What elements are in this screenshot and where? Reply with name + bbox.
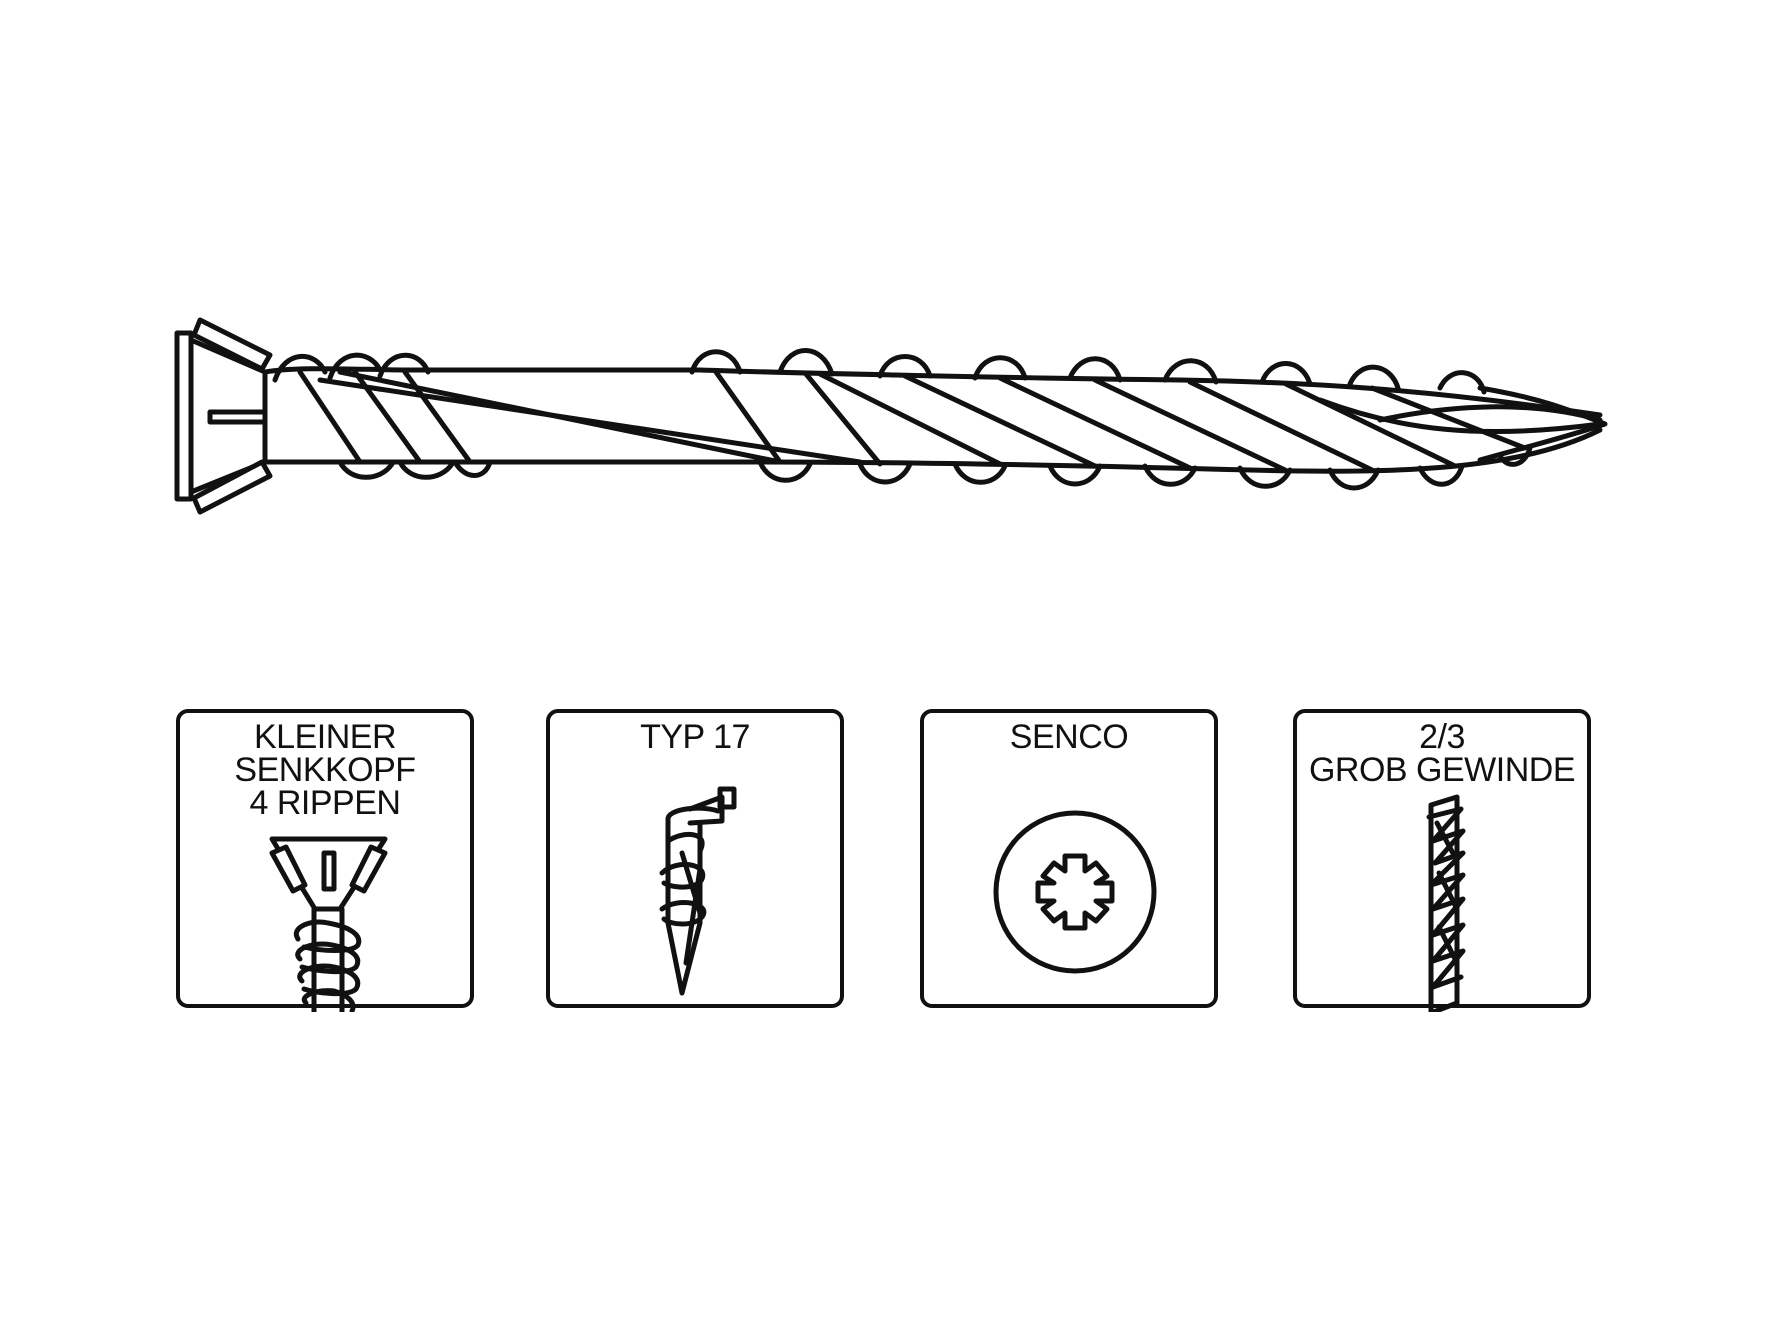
feature-card-head: KLEINER SENKKOPF 4 RIPPEN <box>176 709 474 1012</box>
feature-label-head: KLEINER SENKKOPF 4 RIPPEN <box>234 718 416 822</box>
senco-drive-icon <box>993 810 1157 974</box>
countersunk-head-ribs-icon <box>269 836 388 1012</box>
feature-label-thread: 2/3 GROB GEWINDE <box>1308 718 1576 789</box>
feature-card-drive: SENCO <box>920 709 1218 1008</box>
screw-illustration <box>174 317 1608 515</box>
head-rib-bottom <box>191 459 273 515</box>
coarse-thread-icon <box>1426 794 1466 1012</box>
type17-tip-icon <box>659 786 737 996</box>
drive-slot <box>207 409 268 425</box>
shank-bottom-line <box>262 427 1603 474</box>
thread-roots <box>337 445 1533 491</box>
feature-card-thread: 2/3 GROB GEWINDE <box>1293 709 1591 1012</box>
thread-flanks <box>297 369 1603 473</box>
feature-label-drive: SENCO <box>1009 718 1129 756</box>
head-rib-top <box>191 317 273 372</box>
feature-card-tip: TYP 17 <box>546 709 844 1008</box>
shank-top-line <box>262 366 1603 418</box>
thread-crests <box>272 348 1487 395</box>
feature-label-tip: TYP 17 <box>640 718 750 756</box>
